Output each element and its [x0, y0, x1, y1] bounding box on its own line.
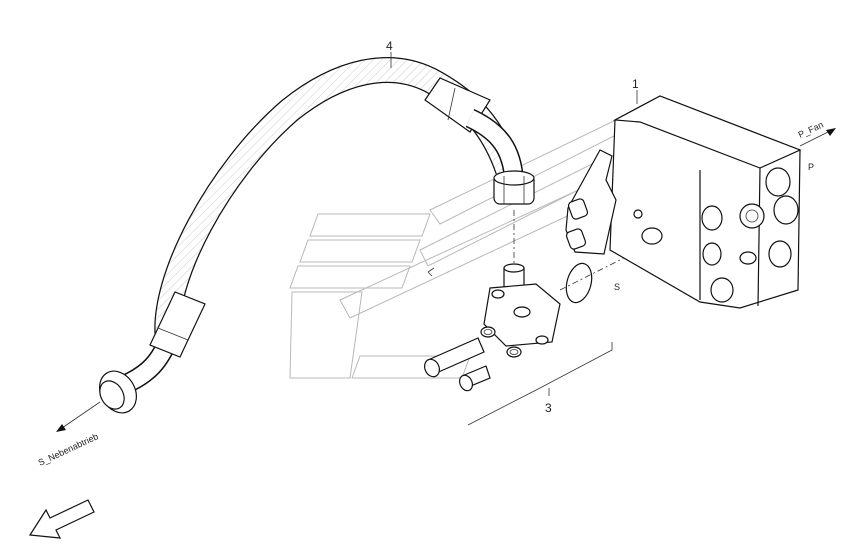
hydraulic-hose	[99, 57, 535, 414]
port-label-s: S	[614, 282, 620, 292]
orientation-arrow-icon	[28, 499, 95, 539]
port-label-s-nebenabtrieb: S_Nebenabtrieb	[37, 431, 100, 468]
callout-fitting: 3	[545, 401, 552, 415]
gear-pump	[565, 95, 802, 309]
port-label-p: P	[808, 162, 814, 172]
leader-lines	[390, 52, 638, 426]
port-label-p-fan: P_Fan	[797, 120, 825, 140]
port-p-fan-arrow	[799, 128, 836, 147]
callout-hose: 4	[386, 39, 393, 53]
flange-fitting	[424, 210, 641, 392]
port-s-nebenabtrieb-arrow	[56, 401, 101, 432]
callout-pump: 1	[632, 77, 639, 91]
